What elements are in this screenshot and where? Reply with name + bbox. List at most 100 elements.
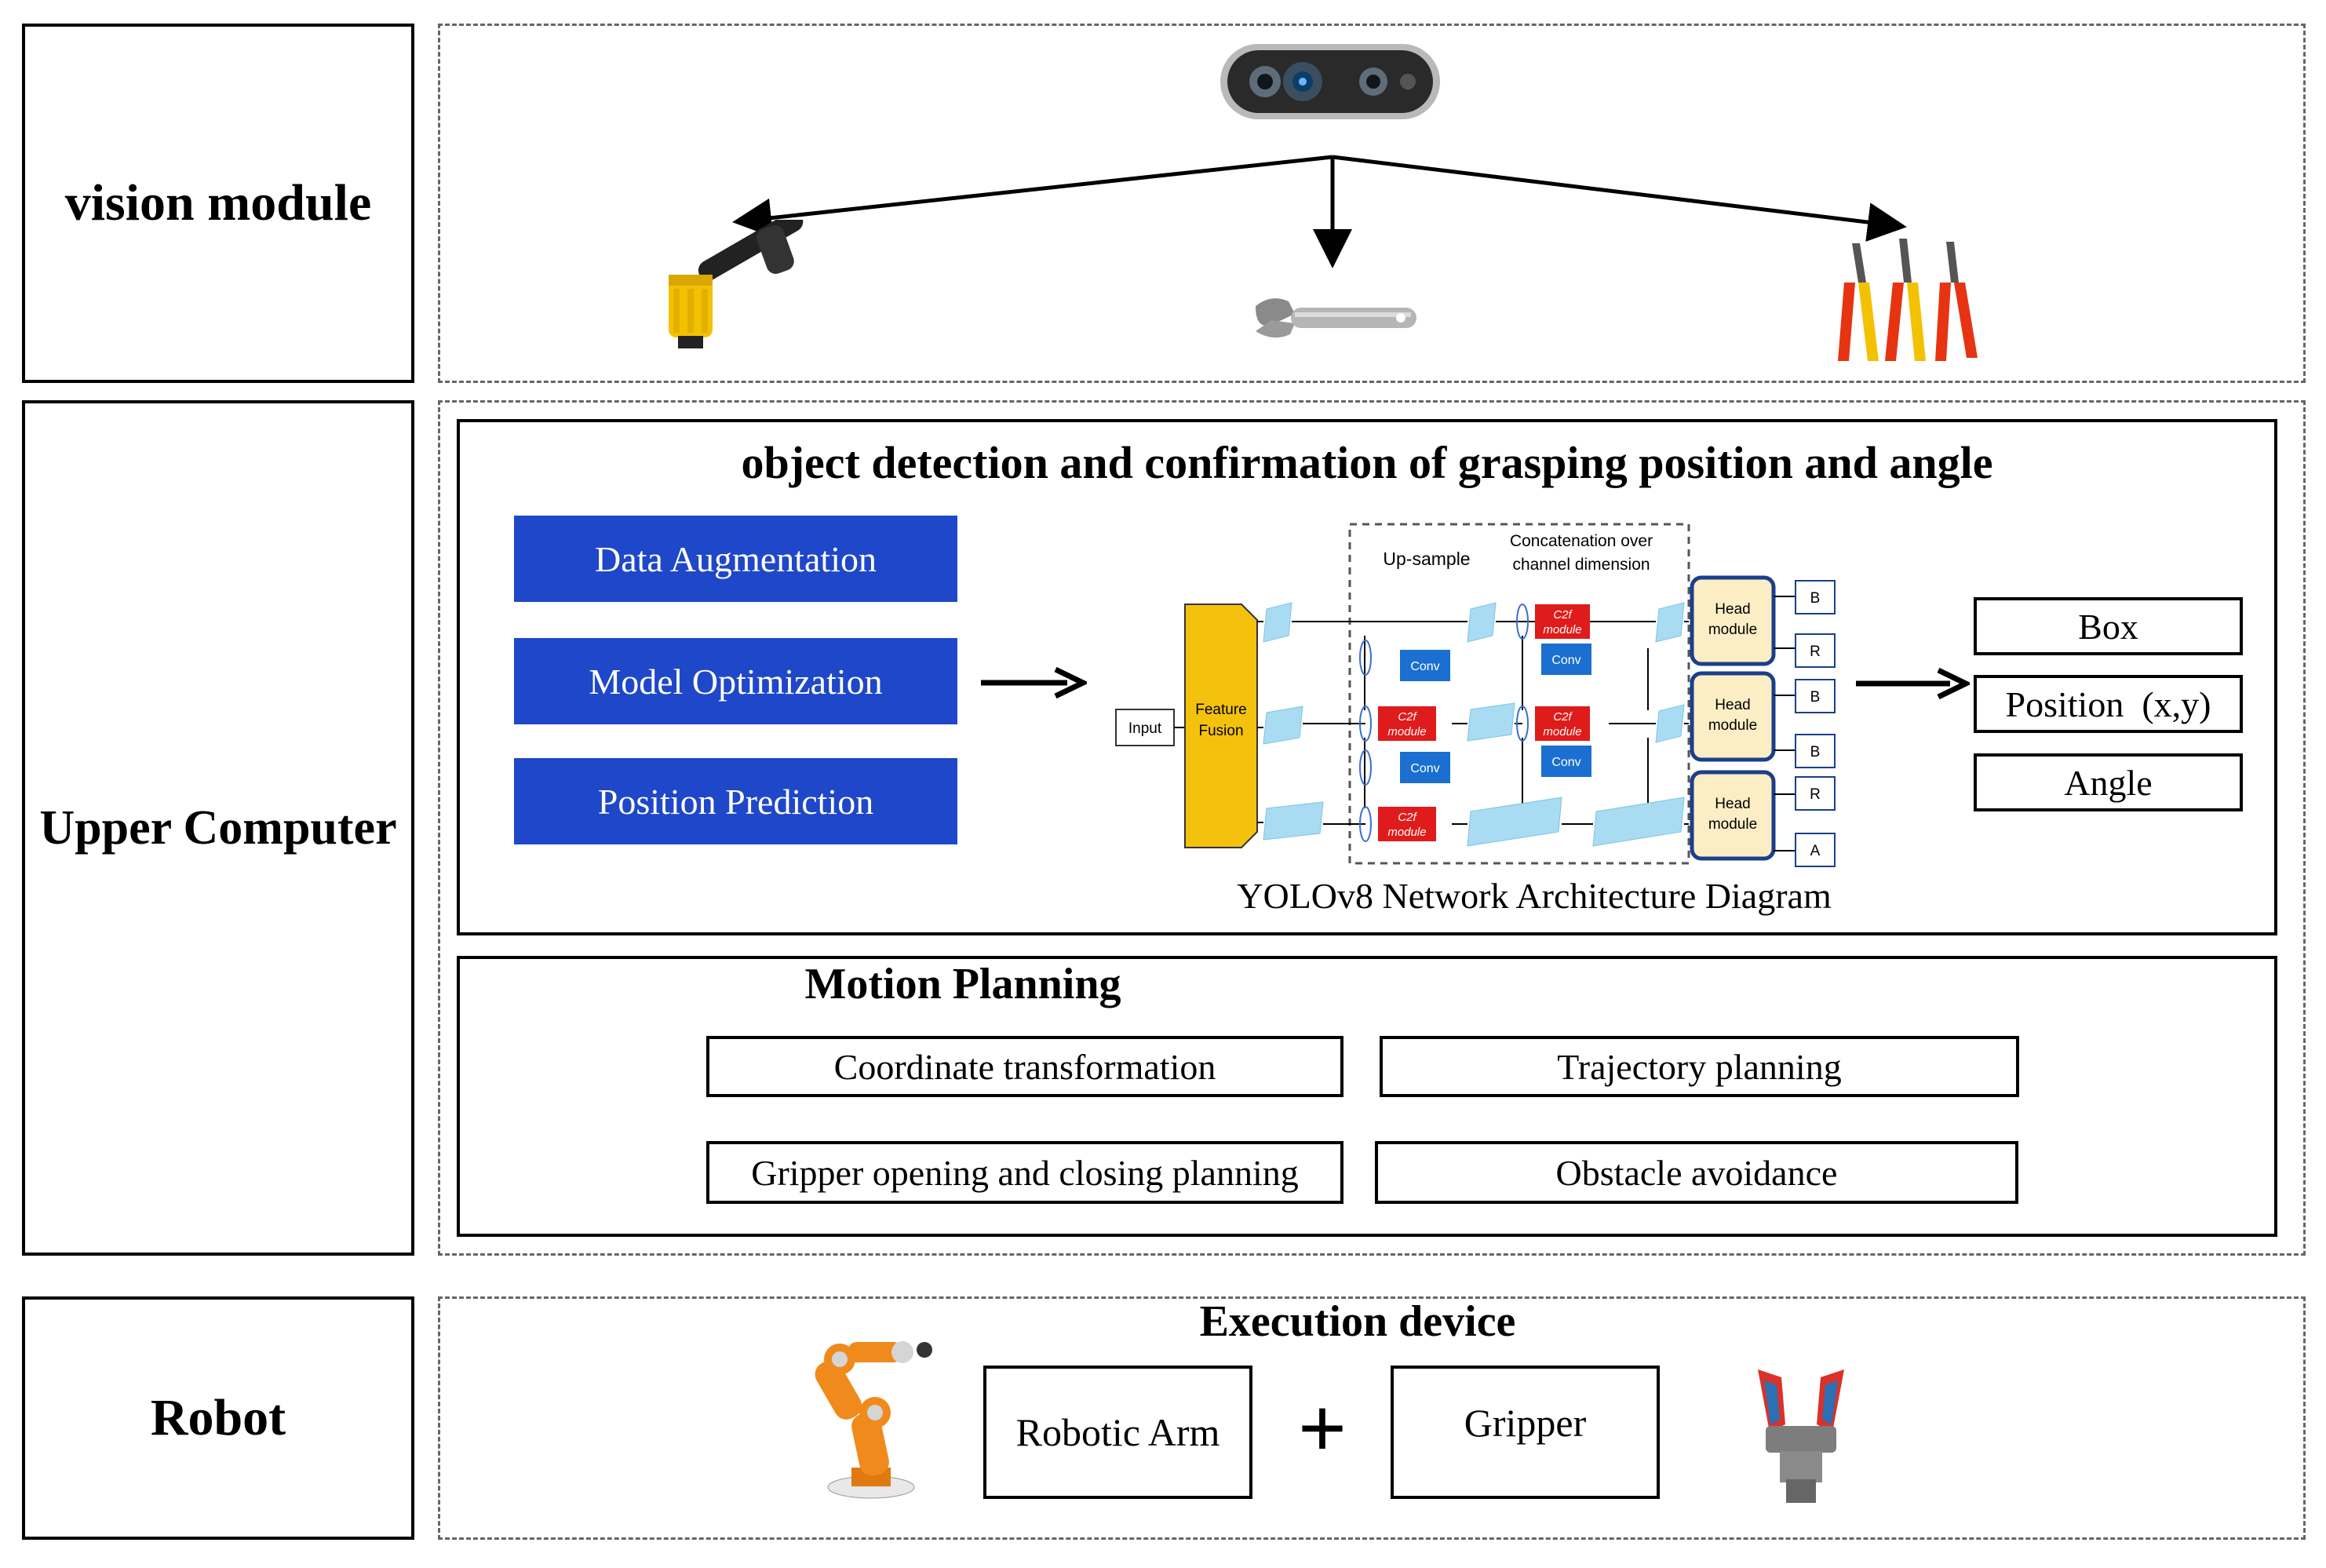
vision-module-panel <box>438 24 2306 383</box>
concat-node-2 <box>1359 806 1372 842</box>
neck-region <box>1348 523 1690 865</box>
conv-3-text: Conv <box>1410 762 1439 775</box>
robot-panel <box>438 1296 2306 1540</box>
output-r-2 <box>1795 776 1836 811</box>
c2f-3-text-b: module <box>1543 725 1581 738</box>
upsample-block-2 <box>1467 702 1515 742</box>
c2f-1-text-b: module <box>1543 623 1581 636</box>
trajectory-planning-box: Trajectory planning <box>1380 1036 2019 1097</box>
output-box-box: Box <box>1974 597 2243 655</box>
head-module-1 <box>1690 575 1776 666</box>
feature-fusion-node <box>1184 603 1258 848</box>
concat-node-4 <box>1516 706 1529 742</box>
head-2-text-a: Head <box>1715 697 1750 713</box>
coordinate-transformation-box: Coordinate transformation <box>706 1036 1343 1097</box>
upper-computer-text: Upper Computer <box>39 800 397 855</box>
neck-block-2 <box>1655 704 1685 743</box>
ratchet-wrench-icon <box>669 220 804 348</box>
gripper-planning-label: Gripper opening and closing planning <box>751 1152 1299 1193</box>
model-optimization-box: Model Optimization <box>514 638 957 724</box>
output-r-1 <box>1795 633 1836 668</box>
upper-computer-label: Upper Computer <box>22 400 414 1256</box>
output-b-1 <box>1795 580 1836 614</box>
robotic-arm-icon <box>815 1341 932 1499</box>
position-prediction-label: Position Prediction <box>597 781 874 822</box>
obstacle-avoidance-box: Obstacle avoidance <box>1375 1141 2018 1204</box>
upsample-block-3 <box>1467 797 1562 847</box>
head-module-2 <box>1690 671 1776 762</box>
concat-node-1 <box>1359 706 1372 742</box>
output-position-box: Position (x,y) <box>1974 675 2243 733</box>
output-angle-label: Angle <box>2064 762 2153 803</box>
output-b-3 <box>1795 734 1836 768</box>
neck-block-3 <box>1592 797 1685 847</box>
position-prediction-box: Position Prediction <box>514 758 957 844</box>
c2f-2-text-a: C2f <box>1398 710 1417 724</box>
vision-module-label: vision module <box>22 24 414 383</box>
data-augmentation-label: Data Augmentation <box>595 538 877 579</box>
gripper-box: Gripper <box>1391 1366 1660 1499</box>
adjustable-wrench-icon <box>1256 298 1416 338</box>
output-angle-box: Angle <box>1974 753 2243 811</box>
input-text: Input <box>1128 720 1162 737</box>
robotic-arm-label: Robotic Arm <box>1015 1410 1220 1454</box>
neck-block-1 <box>1655 602 1685 643</box>
concat-node-5 <box>1359 640 1372 676</box>
output-position-label: Position (x,y) <box>2005 684 2211 724</box>
obstacle-avoidance-label: Obstacle avoidance <box>1555 1152 1838 1193</box>
yolo-caption: YOLOv8 Network Architecture Diagram <box>1237 876 1832 916</box>
gripper-icon <box>1758 1369 1844 1503</box>
model-optimization-label: Model Optimization <box>589 661 883 702</box>
output-a <box>1795 833 1836 867</box>
head-3-text-a: Head <box>1715 796 1750 812</box>
c2f-2-text-b: module <box>1387 725 1426 738</box>
head-1-text-a: Head <box>1715 601 1750 618</box>
conv-block-1 <box>1400 650 1450 681</box>
gripper-label: Gripper <box>1464 1401 1587 1445</box>
c2f-3-text-a: C2f <box>1553 710 1573 724</box>
yolo-architecture-diagram: Input Feature Fusion Up-sample Concatena… <box>1115 523 1836 867</box>
coordinate-transformation-label: Coordinate transformation <box>833 1046 1216 1087</box>
c2f-module-3 <box>1535 706 1590 741</box>
data-augmentation-box: Data Augmentation <box>514 516 957 602</box>
vision-module-text: vision module <box>64 174 372 232</box>
head-module-3 <box>1690 770 1776 861</box>
backbone-block-1 <box>1263 602 1292 643</box>
plus-sign: + <box>1297 1380 1347 1476</box>
head-2-text-b: module <box>1708 717 1757 734</box>
c2f-module-1 <box>1535 604 1590 639</box>
pliers-icon <box>1838 239 1978 361</box>
output-b-2 <box>1795 679 1836 713</box>
upsample-text: Up-sample <box>1383 549 1470 569</box>
backbone-block-2 <box>1263 706 1303 745</box>
output-b-3-text: B <box>1810 744 1821 760</box>
motion-planning-title: Motion Planning <box>804 960 1121 1008</box>
trajectory-planning-label: Trajectory planning <box>1557 1046 1842 1087</box>
c2f-1-text-a: C2f <box>1553 608 1573 622</box>
conv-block-2 <box>1541 644 1591 675</box>
c2f-module-2 <box>1378 706 1436 741</box>
output-a-text: A <box>1810 843 1821 859</box>
conv-block-3 <box>1400 752 1450 783</box>
concat-text-2: channel dimension <box>1512 556 1650 574</box>
head-3-text-b: module <box>1708 816 1757 833</box>
conv-block-4 <box>1541 746 1591 777</box>
upper-computer-panel <box>438 400 2306 1256</box>
c2f-module-4 <box>1378 807 1436 841</box>
output-b-2-text: B <box>1810 689 1821 706</box>
detection-panel <box>457 419 2277 935</box>
arrow-to-yolo <box>981 666 1087 699</box>
output-box-label: Box <box>2078 606 2138 647</box>
arrow-to-outputs <box>1856 667 1970 700</box>
depth-camera-icon <box>1220 44 1440 119</box>
upsample-block-1 <box>1467 602 1497 643</box>
output-r-2-text: R <box>1810 786 1821 803</box>
concat-node-6 <box>1359 749 1372 786</box>
feature-fusion-text-1: Feature <box>1195 702 1246 718</box>
execution-device-title: Execution device <box>1199 1297 1516 1346</box>
robot-text: Robot <box>150 1389 286 1446</box>
output-b-1-text: B <box>1810 590 1821 607</box>
backbone-block-3 <box>1263 801 1324 841</box>
output-r-1-text: R <box>1810 644 1821 660</box>
concat-node-3 <box>1516 603 1529 640</box>
